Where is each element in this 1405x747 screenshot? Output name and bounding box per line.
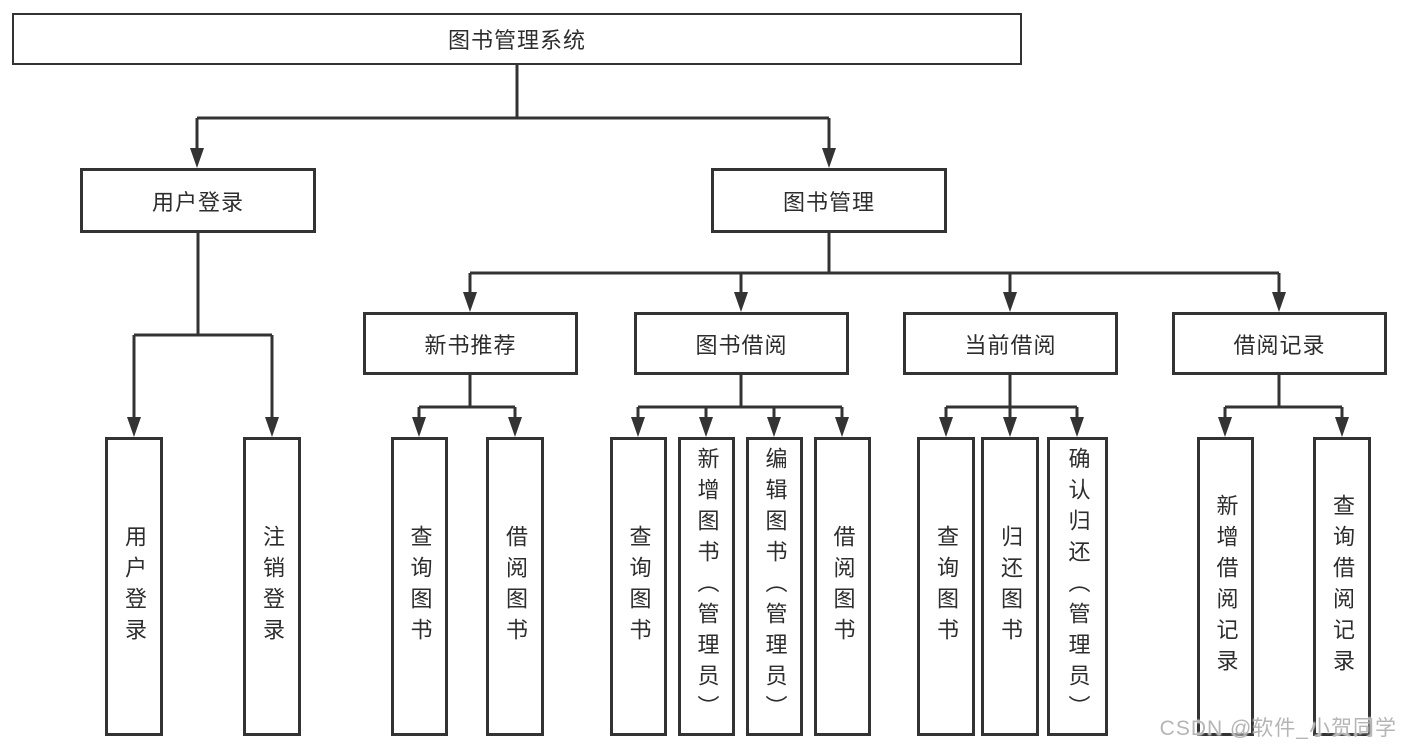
node-user-login: 用户登录 bbox=[80, 168, 316, 233]
tree-edges bbox=[132, 65, 1344, 419]
node-book-borrow-label: 图书借阅 bbox=[695, 332, 788, 358]
leaf-edit-books-admin-label: 编辑图书（管理员） bbox=[762, 447, 788, 726]
leaf-query-books-recommend: 查询图书 bbox=[391, 437, 448, 736]
leaf-add-books-admin: 新增图书（管理员） bbox=[678, 437, 735, 736]
node-root: 图书管理系统 bbox=[12, 13, 1022, 65]
node-borrow-records: 借阅记录 bbox=[1172, 312, 1387, 375]
edge-bookmgmt-to-level3 bbox=[468, 233, 1281, 294]
arrowheads bbox=[127, 148, 1349, 437]
leaf-query-borrow-record-label: 查询借阅记录 bbox=[1330, 493, 1355, 680]
leaf-query-books-recommend-label: 查询图书 bbox=[407, 524, 433, 649]
node-current-borrow: 当前借阅 bbox=[903, 312, 1118, 375]
leaf-confirm-return-admin-label: 确认归还（管理员） bbox=[1065, 447, 1091, 726]
leaf-add-borrow-record: 新增借阅记录 bbox=[1197, 437, 1254, 736]
leaf-user-login-label: 用户登录 bbox=[122, 524, 147, 649]
leaf-confirm-return-admin: 确认归还（管理员） bbox=[1047, 437, 1108, 736]
node-user-login-label: 用户登录 bbox=[151, 189, 244, 215]
node-borrow-records-label: 借阅记录 bbox=[1233, 332, 1326, 358]
node-book-management-label: 图书管理 bbox=[782, 189, 875, 215]
leaf-query-books-borrow: 查询图书 bbox=[610, 437, 667, 736]
edge-currentborrow-to-leaves bbox=[944, 375, 1079, 419]
csdn-watermark: CSDN @软件_小贺同学 bbox=[1159, 717, 1397, 740]
edge-root-to-level2 bbox=[195, 65, 831, 150]
leaf-return-books: 归还图书 bbox=[981, 437, 1039, 736]
leaf-query-books-current-label: 查询图书 bbox=[934, 524, 959, 649]
leaf-query-books-borrow-label: 查询图书 bbox=[626, 524, 652, 649]
node-book-borrow: 图书借阅 bbox=[634, 312, 849, 375]
leaf-return-books-label: 归还图书 bbox=[998, 524, 1023, 649]
node-new-book-recommend-label: 新书推荐 bbox=[424, 332, 517, 358]
edge-newbook-to-leaves bbox=[417, 375, 517, 419]
edge-userlogin-to-leaves bbox=[132, 233, 274, 419]
edge-borrowrecords-to-leaves bbox=[1223, 375, 1344, 419]
node-current-borrow-label: 当前借阅 bbox=[964, 332, 1057, 358]
leaf-add-books-admin-label: 新增图书（管理员） bbox=[694, 447, 720, 726]
node-root-label: 图书管理系统 bbox=[447, 28, 586, 53]
leaf-borrow-books-recommend: 借阅图书 bbox=[486, 437, 544, 736]
node-new-book-recommend: 新书推荐 bbox=[363, 312, 578, 375]
node-book-management: 图书管理 bbox=[711, 168, 947, 233]
leaf-query-books-current: 查询图书 bbox=[917, 437, 975, 736]
edge-bookborrow-to-leaves bbox=[636, 375, 844, 419]
leaf-add-borrow-record-label: 新增借阅记录 bbox=[1213, 493, 1239, 680]
leaf-borrow-books-label: 借阅图书 bbox=[830, 524, 856, 649]
leaf-borrow-books: 借阅图书 bbox=[814, 437, 871, 736]
leaf-query-borrow-record: 查询借阅记录 bbox=[1313, 437, 1371, 736]
leaf-user-login: 用户登录 bbox=[105, 437, 163, 736]
leaf-edit-books-admin: 编辑图书（管理员） bbox=[746, 437, 803, 736]
leaf-logout: 注销登录 bbox=[243, 437, 301, 736]
leaf-logout-label: 注销登录 bbox=[260, 524, 285, 649]
leaf-borrow-books-recommend-label: 借阅图书 bbox=[503, 524, 528, 649]
